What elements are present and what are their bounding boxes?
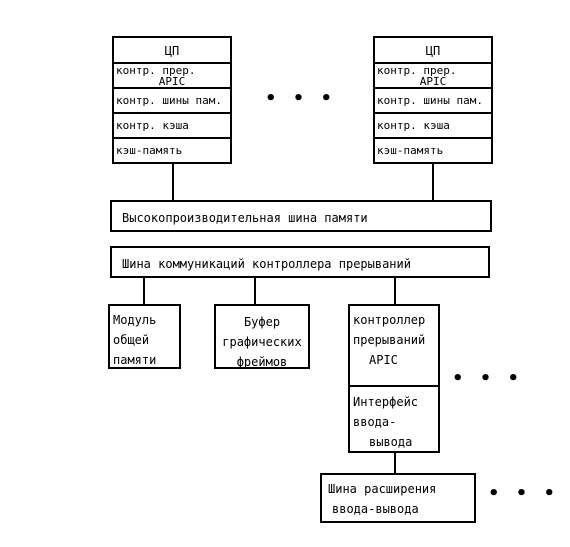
connector-bus-frame-buffer — [254, 278, 256, 304]
frame-buffer-line2: графических — [222, 335, 302, 349]
memory-bus-label: Высокопроизводительная шина памяти — [122, 211, 368, 225]
connector-io-expansion — [394, 453, 396, 473]
cpu-right-memory-bus-controller: контр. шины пам. — [375, 89, 491, 114]
shared-memory-module: Модуль общей памяти — [108, 304, 181, 369]
apic-controller-line1: контроллер — [353, 313, 426, 327]
interrupt-bus-label: Шина коммуникаций контроллера прерываний — [122, 257, 411, 271]
memory-bus: Высокопроизводительная шина памяти — [110, 200, 492, 232]
expansion-bus-line2: ввода-вывода — [332, 502, 419, 516]
cpu-right-cache-memory: кэш-память — [377, 144, 444, 157]
io-interface-line3: вывода — [369, 435, 413, 449]
apic-ellipsis: • • • — [452, 368, 525, 389]
connector-cpu-left-bus — [172, 164, 174, 200]
expansion-bus: Шина расширения ввода-вывода — [320, 473, 476, 523]
shared-memory-line1: Модуль — [113, 313, 157, 327]
expansion-bus-line1: Шина расширения — [328, 482, 437, 496]
frame-buffer-line1: Буфер — [243, 315, 281, 329]
frame-buffer-line3: фреймов — [236, 355, 288, 369]
shared-memory-line2: общей — [113, 333, 150, 347]
cpu-left-cache-controller: контр. кэша — [114, 114, 230, 139]
cpu-right-apic-line1: контр. прер. — [377, 64, 457, 77]
cpu-left-apic-line2: APIC — [158, 75, 186, 88]
frame-buffer: Буфер графических фреймов — [214, 304, 310, 369]
cpu-left-apic-controller: контр. прер. APIC — [114, 64, 230, 89]
cpu-left: ЦП контр. прер. APIC контр. шины пам. ко… — [112, 36, 232, 164]
io-interface: Интерфейс ввода- вывода — [350, 390, 438, 452]
io-interface-line1: Интерфейс — [353, 395, 419, 409]
cpu-right-apic-line2: APIC — [419, 75, 447, 88]
cpu-right-title: ЦП — [375, 38, 491, 64]
cpu-right-apic-controller: контр. прер. APIC — [375, 64, 491, 89]
apic-controller-line2: прерываний — [353, 333, 426, 347]
cpu-ellipsis: • • • — [265, 88, 338, 109]
cpu-left-cache-memory: кэш-память — [116, 144, 183, 157]
cpu-left-apic-line1: контр. прер. — [116, 64, 196, 77]
connector-cpu-right-bus — [432, 164, 434, 200]
cpu-right: ЦП контр. прер. APIC контр. шины пам. ко… — [373, 36, 493, 164]
apic-controller-line3: APIC — [369, 353, 398, 367]
cpu-left-memory-bus-controller: контр. шины пам. — [114, 89, 230, 114]
connector-bus-apic — [394, 278, 396, 304]
cpu-right-cache-controller: контр. кэша — [375, 114, 491, 139]
interrupt-bus: Шина коммуникаций контроллера прерываний — [110, 246, 490, 278]
apic-controller: контроллер прерываний APIC — [350, 306, 438, 387]
connector-bus-memory-module — [143, 278, 145, 304]
apic-io-module: контроллер прерываний APIC Интерфейс вво… — [348, 304, 440, 453]
io-interface-line2: ввода- — [353, 415, 397, 429]
cpu-left-title: ЦП — [114, 38, 230, 64]
shared-memory-line3: памяти — [113, 353, 157, 367]
expansion-ellipsis: • • • — [488, 483, 561, 504]
